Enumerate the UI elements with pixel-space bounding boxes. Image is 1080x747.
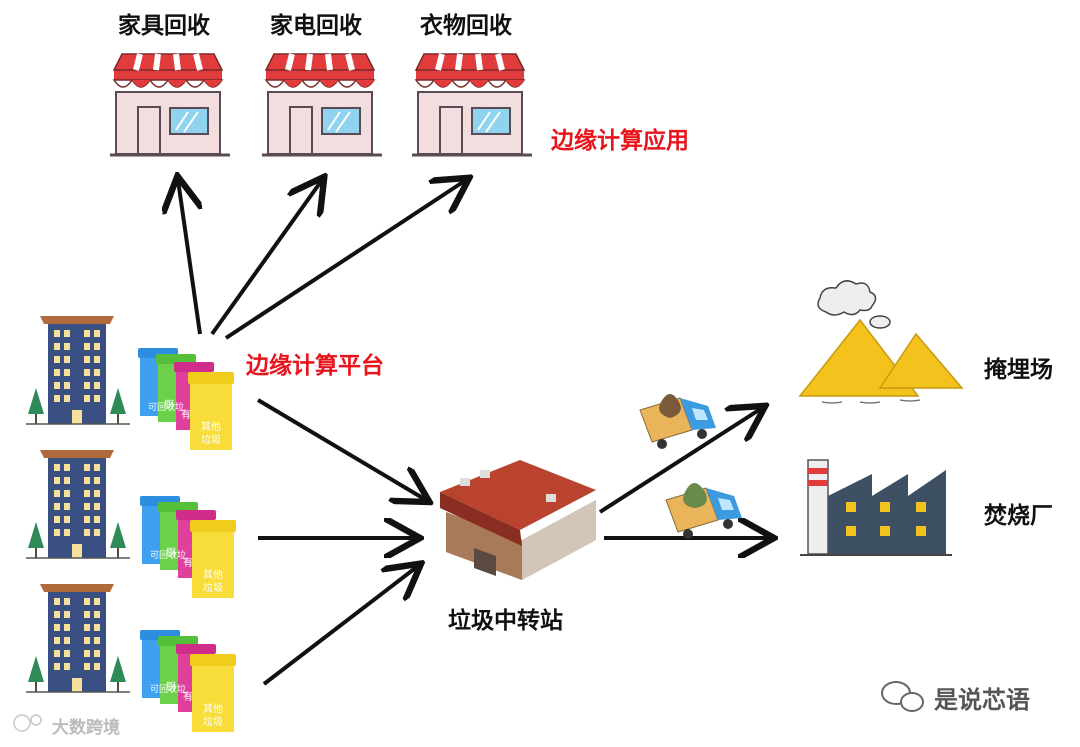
transfer-station-label: 垃圾中转站	[448, 608, 563, 634]
furniture-store-icon	[110, 54, 230, 155]
svg-text:厨: 厨	[166, 681, 176, 693]
svg-text:可回收垃: 可回收垃	[148, 401, 184, 413]
svg-text:垃圾: 垃圾	[203, 581, 223, 594]
arrow-to-furniture	[178, 180, 200, 335]
weibo-logo-icon	[13, 714, 42, 732]
svg-text:其他: 其他	[203, 702, 223, 715]
incinerator-icon	[800, 459, 952, 556]
garbage-truck-icon	[639, 394, 717, 450]
edge-platform-label: 边缘计算平台	[246, 353, 384, 379]
arrow-to-landfill	[598, 408, 762, 514]
store-label-appliance: 家电回收	[270, 13, 362, 39]
sorting-bins-icon: 可回收垃 厨 有 其他 垃圾	[138, 348, 234, 450]
svg-text:有: 有	[183, 690, 193, 703]
svg-text:厨: 厨	[166, 547, 176, 559]
landfill-label: 掩埋场	[984, 357, 1053, 383]
svg-text:可回收垃: 可回收垃	[150, 549, 186, 561]
svg-text:垃圾: 垃圾	[203, 715, 223, 728]
appliance-store-icon	[262, 54, 382, 155]
apartment-icon	[25, 315, 131, 425]
svg-text:其他: 其他	[203, 568, 223, 581]
incinerator-label: 焚烧厂	[984, 503, 1053, 529]
svg-text:其他: 其他	[201, 420, 221, 433]
garbage-truck-icon	[665, 483, 743, 540]
clothing-store-icon	[412, 54, 532, 155]
landfill-icon	[798, 280, 964, 404]
watermark-left: 大数跨境	[52, 718, 120, 738]
edge-app-label: 边缘计算应用	[551, 128, 689, 154]
arrow-to-station	[256, 398, 426, 500]
apartment-icon	[25, 449, 131, 559]
svg-text:厨: 厨	[164, 399, 174, 411]
svg-text:有: 有	[181, 408, 191, 421]
svg-text:垃圾: 垃圾	[201, 433, 221, 446]
sorting-bins-icon: 可回收垃 厨 有 其他 垃圾	[140, 496, 236, 598]
transfer-station-icon	[440, 460, 596, 580]
watermark-right: 是说芯语	[934, 686, 1030, 714]
store-label-furniture: 家具回收	[118, 13, 210, 39]
arrow-to-appliance	[210, 180, 322, 336]
sorting-bins-icon: 可回收垃 厨 有 其他 垃圾	[140, 630, 236, 732]
svg-text:有: 有	[183, 556, 193, 569]
apartment-icon	[25, 583, 131, 693]
wechat-logo-icon	[881, 681, 924, 712]
arrow-to-station	[262, 566, 418, 686]
store-label-clothing: 衣物回收	[420, 13, 512, 39]
svg-text:可回收垃: 可回收垃	[150, 683, 186, 695]
arrow-to-clothing	[224, 180, 466, 340]
